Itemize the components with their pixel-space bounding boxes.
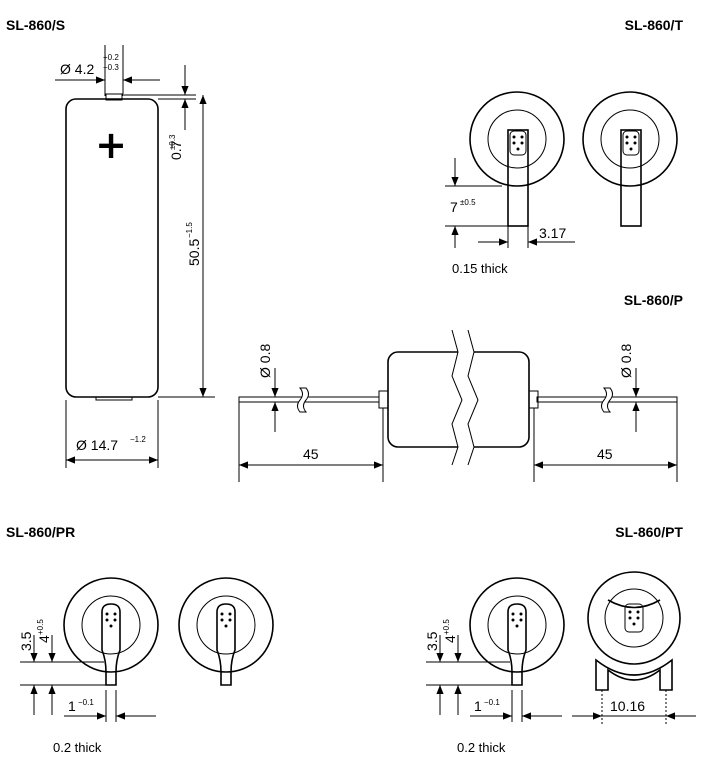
- t-tab-right: [620, 129, 642, 227]
- pr-thickness: 0.2 thick: [53, 740, 102, 755]
- s-negative-base: [95, 396, 133, 401]
- s-terminal-dia: Ø 4.2: [60, 61, 94, 77]
- sl-860-p-label: SL-860/P: [624, 292, 683, 308]
- pr-cell-right-outer: [178, 577, 274, 673]
- sl-860-pt-drawing: SL-860/PT 3.5 4 +0.5: [424, 524, 696, 755]
- t-tab-length: 7: [450, 199, 458, 215]
- sl-860-t-label: SL-860/T: [625, 17, 684, 33]
- pt-pin-spacing: 10.16: [610, 698, 645, 714]
- s-terminal-height: 0.7: [168, 140, 184, 160]
- pr-pin-width-tol: −0.1: [78, 698, 94, 707]
- p-lead-right-length: 45: [597, 446, 613, 462]
- s-diameter-tol: −1.2: [130, 435, 146, 444]
- pr-dim-b-tol: +0.5: [36, 619, 45, 635]
- pr-cell-right-inner: [196, 595, 256, 655]
- p-lead-left-length: 45: [303, 446, 319, 462]
- pt-cell-left-inner: [487, 595, 547, 655]
- pr-pin-width: 1: [68, 698, 76, 714]
- sl-860-pt-label: SL-860/PT: [615, 524, 683, 540]
- s-terminal-dia-plus: +0.2: [103, 53, 119, 62]
- pt-dim-b-tol: +0.5: [442, 619, 451, 635]
- s-diameter: Ø 14.7: [76, 437, 118, 453]
- pr-pin-left: [101, 603, 121, 686]
- pt-cell-right-outer: [587, 571, 681, 665]
- t-cell-left-inner: [487, 109, 547, 169]
- pt-dim-a: 3.5: [424, 631, 440, 651]
- pt-bracket: [595, 658, 673, 691]
- sl-860-pr-drawing: SL-860/PR 3.5 4 +0.5 1: [6, 524, 274, 755]
- pt-dim-b: 4: [442, 635, 458, 643]
- s-length: 50.5: [186, 239, 202, 266]
- p-lead-left: [238, 396, 380, 403]
- sl-860-s-drawing: SL-860/S Ø 4.2 +0.2 −0.3 + 0.7 ±0.3 50.5…: [6, 17, 215, 468]
- pt-cell-right-inner: [604, 588, 664, 648]
- pt-thickness: 0.2 thick: [457, 740, 506, 755]
- pt-pin-width-tol: −0.1: [484, 698, 500, 707]
- pt-pin-left: [507, 603, 527, 686]
- sl-860-t-drawing: SL-860/T 7 ±0.5 3.17 0.15 thick: [445, 17, 683, 276]
- sl-860-pr-label: SL-860/PR: [6, 524, 75, 540]
- s-terminal-height-tol: ±0.3: [168, 134, 177, 150]
- pr-dim-b: 4: [36, 635, 52, 643]
- pr-dim-a: 3.5: [18, 631, 34, 651]
- s-positive-terminal: [105, 93, 123, 101]
- t-tab-width: 3.17: [539, 225, 566, 241]
- s-plus-sign: +: [95, 123, 127, 167]
- sl-860-p-drawing: SL-860/P Ø 0.8 Ø 0.8 45: [238, 292, 683, 482]
- pt-pin-width: 1: [474, 698, 482, 714]
- s-length-tol: −1.5: [185, 222, 194, 238]
- pt-cell-left-outer: [469, 577, 565, 673]
- pr-cell-left-inner: [81, 595, 141, 655]
- t-tab-left: [507, 129, 529, 227]
- t-cell-left-outer: [469, 91, 565, 187]
- pr-pin-right: [216, 603, 236, 686]
- s-terminal-dia-minus: −0.3: [103, 63, 119, 72]
- p-wire-dia-right: Ø 0.8: [618, 344, 634, 378]
- sl-860-s-label: SL-860/S: [6, 17, 65, 33]
- pr-cell-left-outer: [63, 577, 159, 673]
- t-cell-right-inner: [600, 109, 660, 169]
- t-cell-right-outer: [582, 91, 678, 187]
- t-thickness: 0.15 thick: [452, 261, 508, 276]
- t-tab-length-tol: ±0.5: [460, 198, 476, 207]
- p-wire-dia-left: Ø 0.8: [257, 344, 273, 378]
